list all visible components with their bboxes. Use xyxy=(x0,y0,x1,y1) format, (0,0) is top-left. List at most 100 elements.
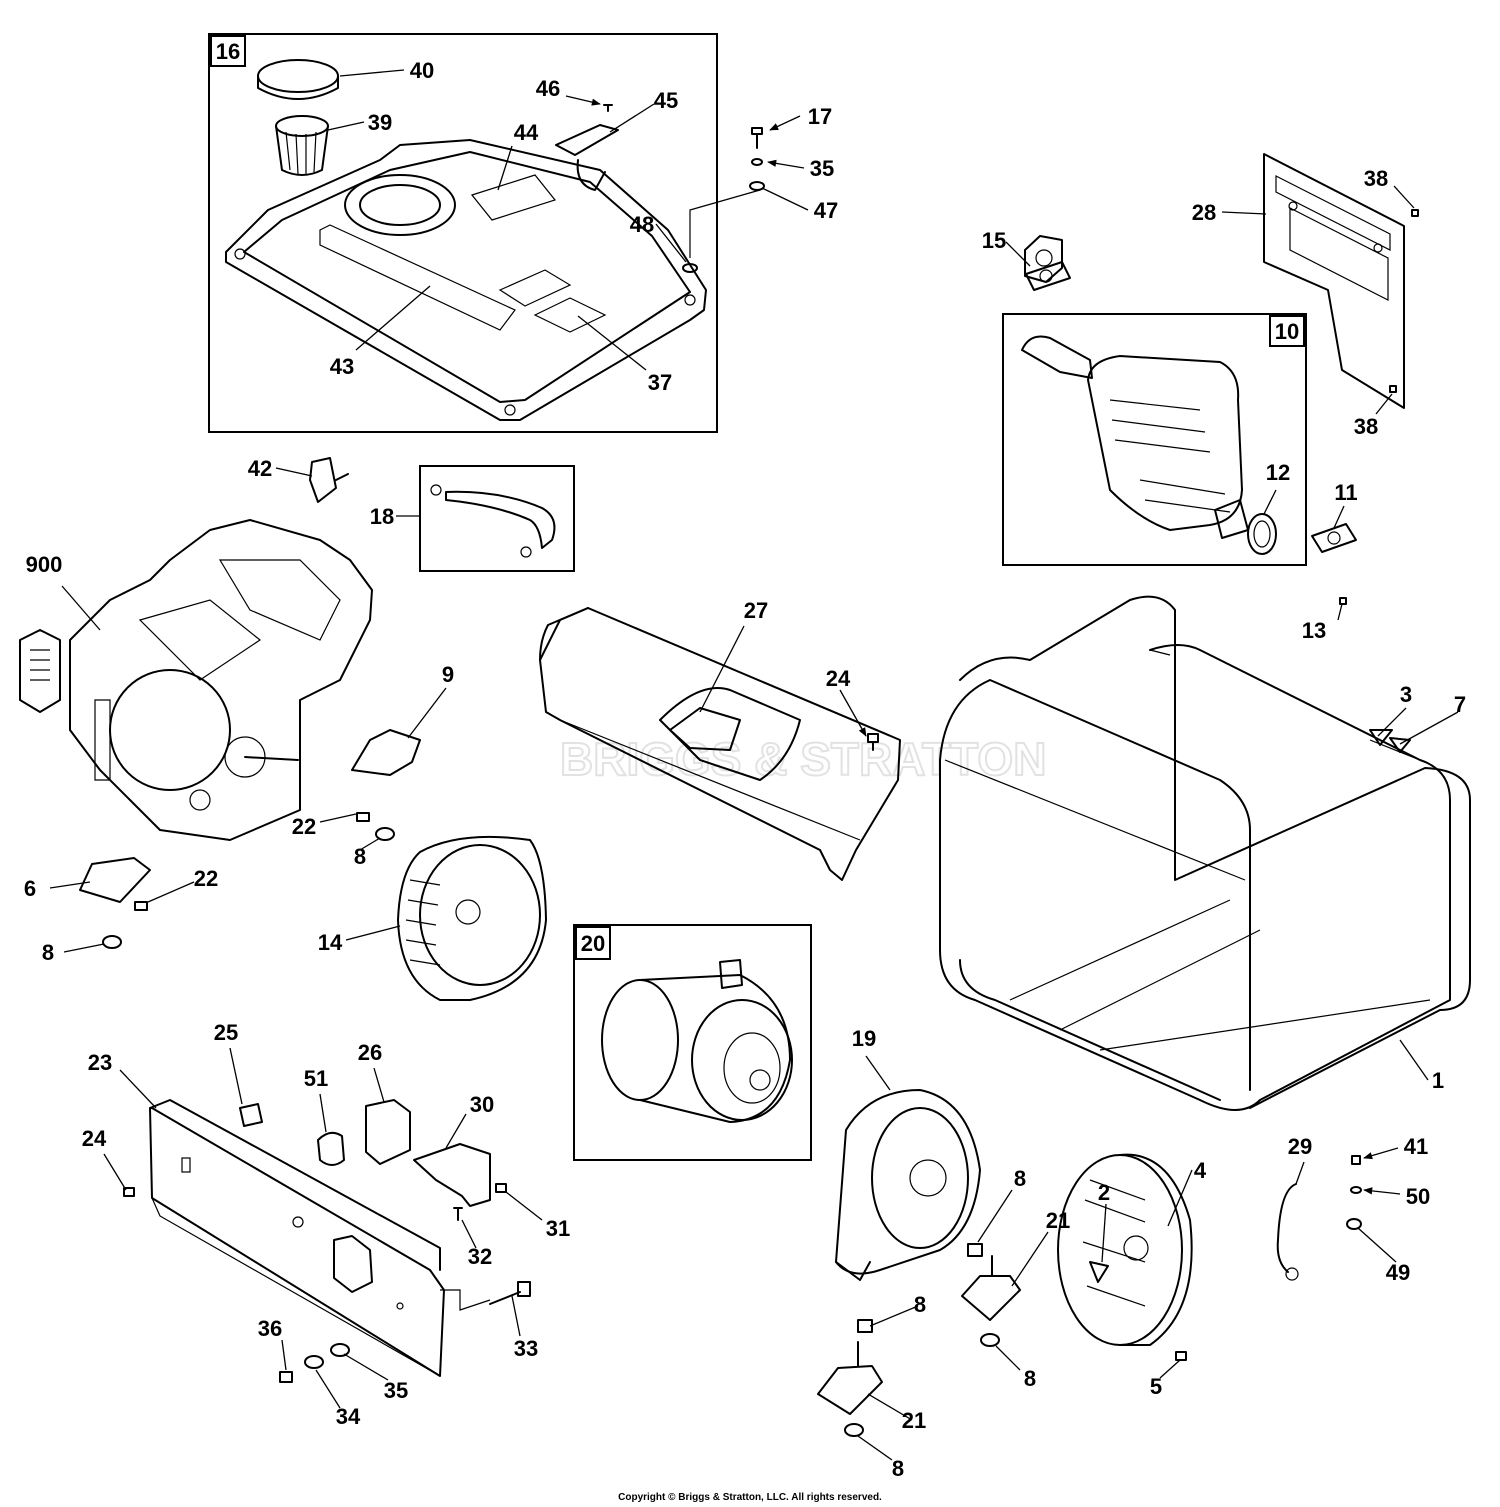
callout: 50 xyxy=(1406,1184,1430,1209)
callout: 38 xyxy=(1364,166,1388,191)
callout: 18 xyxy=(370,504,394,529)
callout: 3 xyxy=(1400,682,1412,707)
callout: 4 xyxy=(1194,1158,1207,1183)
callout: 19 xyxy=(852,1026,876,1051)
control-panel-23 xyxy=(149,1099,491,1377)
callout: 23 xyxy=(88,1050,112,1075)
box-label-16: 16 xyxy=(216,39,240,64)
callout: 39 xyxy=(368,110,392,135)
callout: 15 xyxy=(982,228,1006,253)
callout: 32 xyxy=(468,1244,492,1269)
callout: 22 xyxy=(292,814,316,839)
shroud-27 xyxy=(539,607,901,881)
callout: 12 xyxy=(1266,460,1290,485)
screw-41 xyxy=(1351,1155,1361,1165)
muffler-assembly xyxy=(1021,235,1277,555)
callout: 8 xyxy=(354,844,366,869)
mount-6 xyxy=(79,857,151,903)
watermark: BRIGGS & STRATTON xyxy=(560,733,1046,785)
callout: 51 xyxy=(304,1066,328,1091)
fuel-hose-18 xyxy=(445,490,556,549)
callout: 29 xyxy=(1288,1134,1312,1159)
fasteners-17-35-47 xyxy=(749,127,765,191)
callout: 17 xyxy=(808,104,832,129)
nut-31 xyxy=(495,1183,507,1193)
washer-49 xyxy=(1346,1218,1362,1230)
callout: 47 xyxy=(814,198,838,223)
leader-lines xyxy=(49,69,1459,1461)
heat-shield-28 xyxy=(1263,153,1419,409)
assembly-frame-16 xyxy=(208,33,718,433)
washer-8d xyxy=(844,1423,864,1437)
callout: 28 xyxy=(1192,200,1216,225)
copyright-notice: Copyright © Briggs & Stratton, LLC. All … xyxy=(618,1492,882,1503)
outlet-25 xyxy=(239,1103,263,1127)
callout: 40 xyxy=(410,58,434,83)
assembly-frame-20 xyxy=(573,924,812,1161)
washer-35 xyxy=(330,1343,350,1357)
bracket-9 xyxy=(351,729,421,776)
fuel-tank-assembly xyxy=(225,59,761,421)
tube-frame-1 xyxy=(939,595,1471,1111)
screw-24b xyxy=(867,733,879,751)
callout: 8 xyxy=(892,1456,904,1481)
box-label-10: 10 xyxy=(1275,319,1299,344)
bracket-30 xyxy=(413,1143,491,1207)
rotor-20 xyxy=(601,959,793,1123)
callout: 21 xyxy=(1046,1208,1070,1233)
nut-36 xyxy=(279,1371,293,1383)
callout: 34 xyxy=(336,1404,361,1429)
washer-8c xyxy=(980,1333,1000,1347)
callout: 46 xyxy=(536,76,560,101)
callout: 8 xyxy=(42,940,54,965)
callout: 26 xyxy=(358,1040,382,1065)
nut-8b xyxy=(857,1319,873,1333)
callout: 8 xyxy=(1024,1366,1036,1391)
washer-50 xyxy=(1350,1186,1362,1194)
fan-cover-4 xyxy=(1057,1153,1193,1346)
callout: 37 xyxy=(648,370,672,395)
callout: 38 xyxy=(1354,414,1378,439)
callout: 24 xyxy=(82,1126,107,1151)
callout: 43 xyxy=(330,354,354,379)
callout: 9 xyxy=(442,662,454,687)
callout: 44 xyxy=(514,120,539,145)
breaker-51 xyxy=(317,1131,345,1166)
nut-22b xyxy=(356,812,370,822)
end-bell-19 xyxy=(835,1089,981,1281)
screw-32 xyxy=(453,1207,463,1221)
callout: 36 xyxy=(258,1316,282,1341)
callout: 8 xyxy=(1014,1166,1026,1191)
callout: 35 xyxy=(384,1378,408,1403)
callout: 7 xyxy=(1454,692,1466,717)
callout: 2 xyxy=(1098,1180,1110,1205)
callout: 35 xyxy=(810,156,834,181)
box-label-20: 20 xyxy=(581,931,605,956)
callout: 6 xyxy=(24,876,36,901)
screw-24 xyxy=(123,1187,135,1197)
callout: 1 xyxy=(1432,1068,1444,1093)
screw-5 xyxy=(1175,1351,1187,1361)
callout: 25 xyxy=(214,1020,238,1045)
washer-8 xyxy=(102,935,122,949)
stator-housing-14 xyxy=(397,835,547,1001)
nut-22 xyxy=(134,901,148,911)
callout: 11 xyxy=(1334,480,1357,505)
callout: 27 xyxy=(744,598,768,623)
nut-8a xyxy=(967,1243,983,1257)
assembly-labels: 16 10 20 xyxy=(210,35,1305,960)
callout: 33 xyxy=(514,1336,538,1361)
callout: 13 xyxy=(1302,618,1326,643)
callout: 5 xyxy=(1150,1374,1162,1399)
callout: 900 xyxy=(26,552,63,577)
callout: 49 xyxy=(1386,1260,1410,1285)
callout: 41 xyxy=(1404,1134,1428,1159)
callout: 45 xyxy=(654,88,678,113)
callout: 14 xyxy=(318,930,343,955)
washer-34 xyxy=(304,1355,324,1369)
callout: 30 xyxy=(470,1092,494,1117)
callout: 48 xyxy=(630,212,654,237)
hose-frame-18 xyxy=(419,465,575,572)
callout: 21 xyxy=(902,1408,926,1433)
callout: 22 xyxy=(194,866,218,891)
